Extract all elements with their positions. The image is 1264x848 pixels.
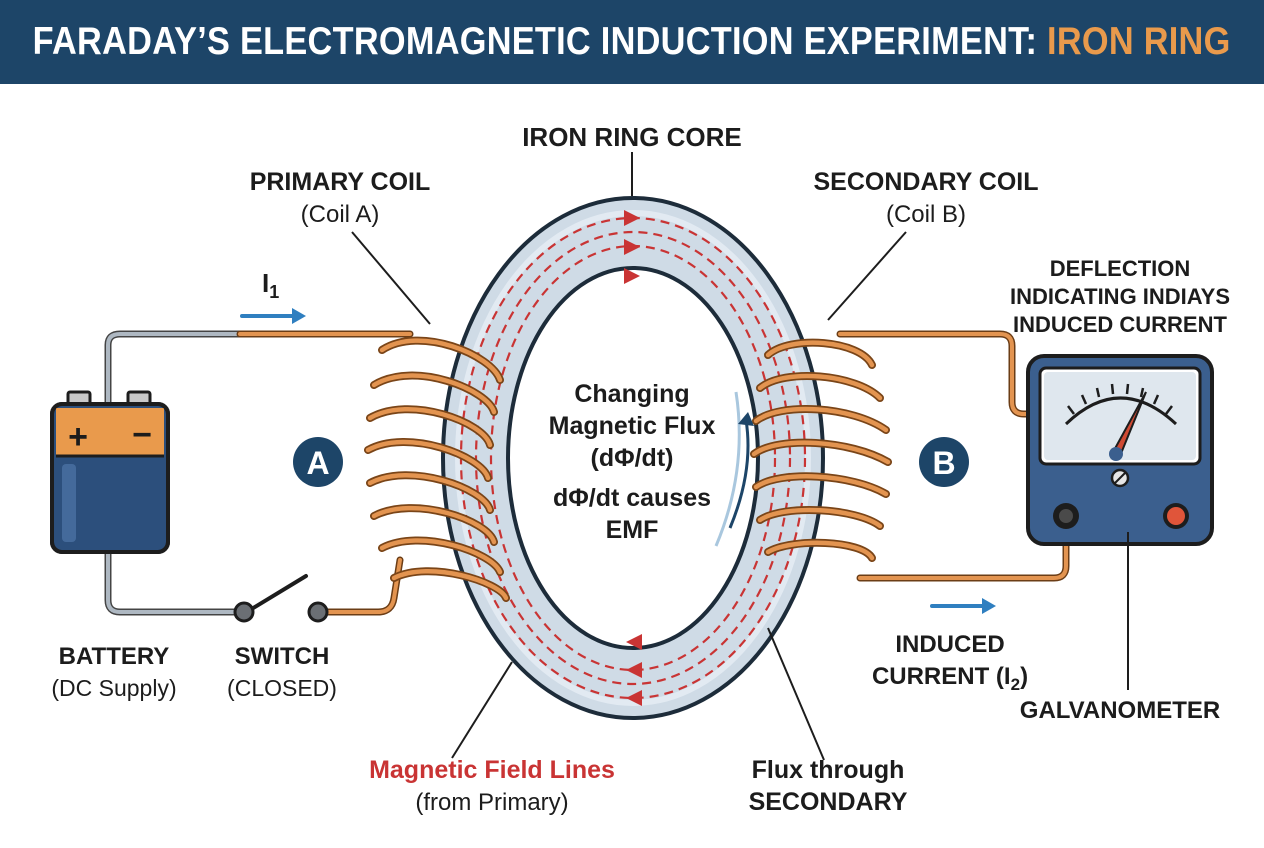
secondary-coil-sub-label: (Coil B) — [886, 201, 966, 228]
badge-a-letter: A — [306, 445, 329, 481]
induced-current-line-2: CURRENT (I2) — [872, 663, 1028, 694]
current-i1-letter: I — [262, 268, 269, 298]
primary-circuit-wires — [104, 330, 414, 616]
flux-secondary-label: SECONDARY — [749, 788, 908, 816]
center-line-5: EMF — [606, 516, 659, 544]
secondary-circuit-wires — [836, 330, 1070, 582]
primary-coil — [364, 336, 510, 602]
battery-plus-sign: + — [68, 418, 88, 456]
iron-ring-core-label: IRON RING CORE — [522, 122, 742, 152]
badge-b: B — [919, 437, 969, 487]
title-accent: IRON RING — [1047, 20, 1231, 63]
badge-a: A — [293, 437, 343, 487]
deflection-line-3: INDUCED CURRENT — [1013, 312, 1227, 337]
field-direction-arrows — [624, 210, 642, 706]
field-lines-sub-label: (from Primary) — [415, 789, 568, 816]
primary-coil-label: PRIMARY COIL — [250, 168, 431, 196]
induced-current-text: CURRENT (I — [872, 663, 1011, 690]
switch-label: SWITCH — [235, 643, 330, 670]
deflection-line-1: DEFLECTION — [1050, 256, 1191, 281]
battery-label: BATTERY — [59, 643, 170, 670]
deflection-line-2: INDICATING INDIAYS — [1010, 284, 1230, 309]
galvanometer-icon — [1026, 354, 1214, 546]
galvanometer-label: GALVANOMETER — [1020, 697, 1220, 724]
title-bar: FARADAY’S ELECTROMAGNETIC INDUCTION EXPE… — [0, 0, 1264, 84]
secondary-coil-label: SECONDARY COIL — [813, 168, 1038, 196]
field-lines-label: Magnetic Field Lines — [369, 756, 615, 784]
badge-b-letter: B — [932, 445, 955, 481]
induced-current-line-1: INDUCED — [895, 631, 1004, 658]
switch-icon — [233, 574, 329, 623]
primary-coil-sub-label: (Coil A) — [301, 201, 380, 228]
secondary-coil — [750, 338, 892, 562]
switch-sub-label: (CLOSED) — [227, 675, 337, 701]
center-line-2: Magnetic Flux — [549, 412, 716, 440]
battery-icon — [50, 390, 170, 554]
battery-minus-sign: − — [132, 416, 152, 454]
page-title: FARADAY’S ELECTROMAGNETIC INDUCTION EXPE… — [33, 20, 1231, 64]
leader-lines — [351, 152, 1129, 761]
current-i1-subscript: 1 — [269, 282, 279, 302]
induced-current-subscript: 2 — [1011, 675, 1020, 694]
flux-through-label: Flux through — [752, 756, 905, 784]
induced-current-arrow — [930, 598, 996, 614]
title-main: FARADAY’S ELECTROMAGNETIC INDUCTION EXPE… — [33, 20, 1048, 63]
battery-sub-label: (DC Supply) — [51, 675, 176, 701]
current-i1-label: I1 — [262, 268, 279, 302]
center-line-4: dΦ/dt causes — [553, 484, 711, 512]
flux-change-arrow — [714, 391, 754, 547]
center-line-3: (dΦ/dt) — [591, 444, 674, 472]
induced-current-close: ) — [1020, 663, 1028, 690]
center-line-1: Changing — [574, 380, 689, 408]
current-i1-arrow — [240, 308, 306, 324]
